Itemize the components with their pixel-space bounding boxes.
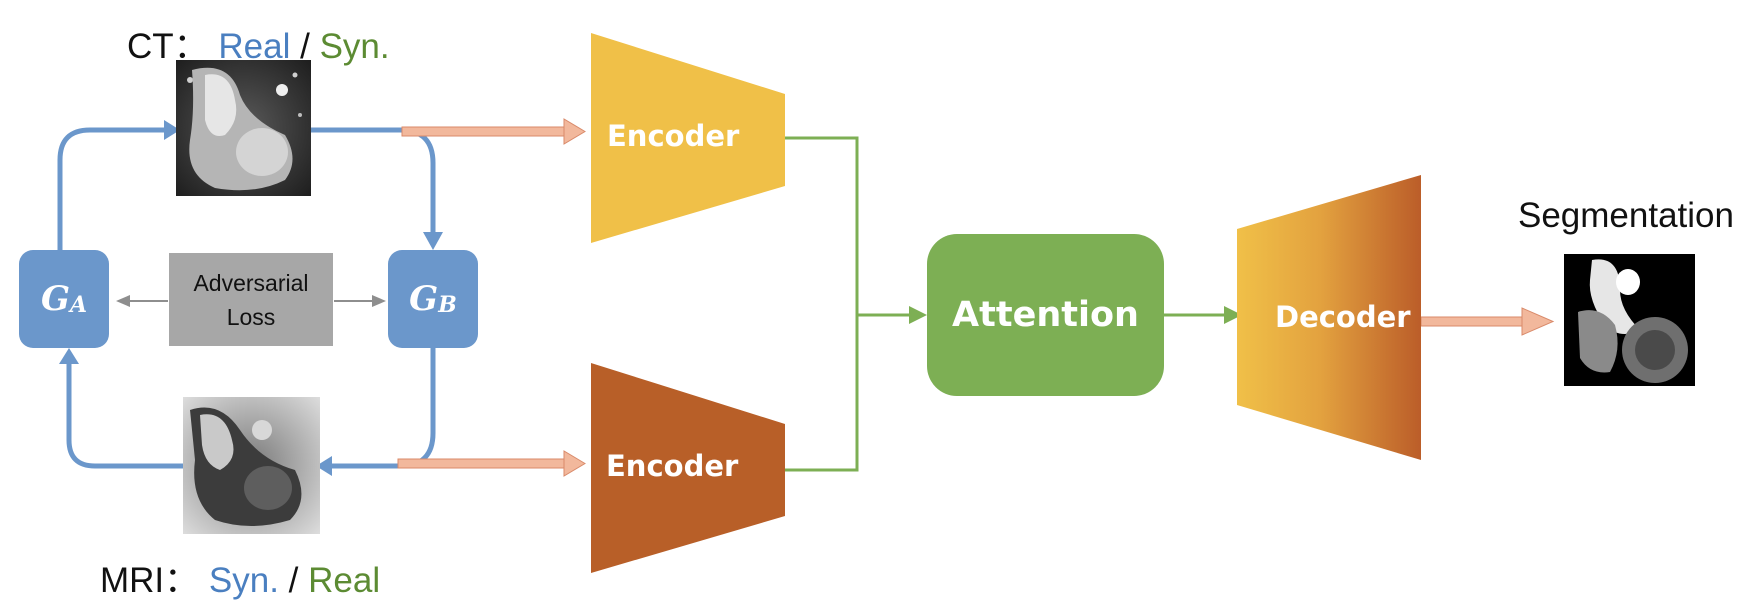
attention-label: Attention xyxy=(952,295,1139,335)
decoder-shape xyxy=(1237,175,1421,460)
segmentation-mask-image xyxy=(1564,254,1695,386)
adversarial-loss-line2: Loss xyxy=(226,303,276,330)
arrowhead-gb xyxy=(423,232,443,250)
loop-arrow-ga-to-ct xyxy=(57,127,168,253)
loop-arrow-ct-to-gb xyxy=(308,127,436,235)
ct-header: CT： Real / Syn. xyxy=(127,18,390,69)
segmentation-title: Segmentation xyxy=(1518,196,1734,235)
adversarial-loss-line1: Adversarial xyxy=(193,269,309,296)
mri-header-slash: / xyxy=(288,561,299,600)
green-connectors xyxy=(785,136,1226,472)
adversarial-double-arrow xyxy=(116,295,386,307)
encoder-ct-label: Encoder xyxy=(607,119,740,153)
arrowhead-ct xyxy=(164,120,180,140)
ct-header-syn: Syn. xyxy=(319,27,390,66)
adversarial-loss-box: Adversarial Loss xyxy=(169,253,333,346)
decoder-to-segmentation-arrow xyxy=(1420,307,1555,336)
encoder-mri-label: Encoder xyxy=(606,449,739,483)
ct-to-encoder-arrow xyxy=(401,118,586,145)
ct-header-slash: / xyxy=(300,27,310,66)
ct-header-prefix: CT： xyxy=(127,27,209,66)
encoder-mri-shape xyxy=(591,363,785,573)
arrowhead-mri xyxy=(316,456,332,476)
green-arrowheads xyxy=(909,306,1242,324)
cycle-loop xyxy=(57,127,436,469)
generator-b-subscript: B xyxy=(438,292,457,318)
generator-b-label: G xyxy=(409,279,439,319)
mri-header-prefix: MRI： xyxy=(100,561,200,600)
ct-header-real: Real xyxy=(218,27,291,66)
decoder-label: Decoder xyxy=(1275,300,1411,334)
generator-a-subscript: A xyxy=(69,292,88,318)
mri-header-syn: Syn. xyxy=(208,561,279,600)
attention-block: Attention xyxy=(927,234,1164,396)
arrowhead-ga xyxy=(59,348,79,364)
mri-to-encoder-arrow xyxy=(397,450,586,477)
feed-arrows xyxy=(397,118,1555,477)
mri-header-real: Real xyxy=(308,561,381,600)
generator-a-label: G xyxy=(40,279,70,319)
loop-arrow-mri-to-ga xyxy=(66,359,186,469)
loop-arrowheads xyxy=(59,120,443,476)
loop-arrow-gb-to-mri xyxy=(327,345,436,469)
ct-scan-image xyxy=(176,60,311,196)
mri-header: MRI： Syn. / Real xyxy=(100,552,380,603)
encoder-ct-shape xyxy=(591,33,785,243)
mri-scan-image xyxy=(183,397,320,534)
